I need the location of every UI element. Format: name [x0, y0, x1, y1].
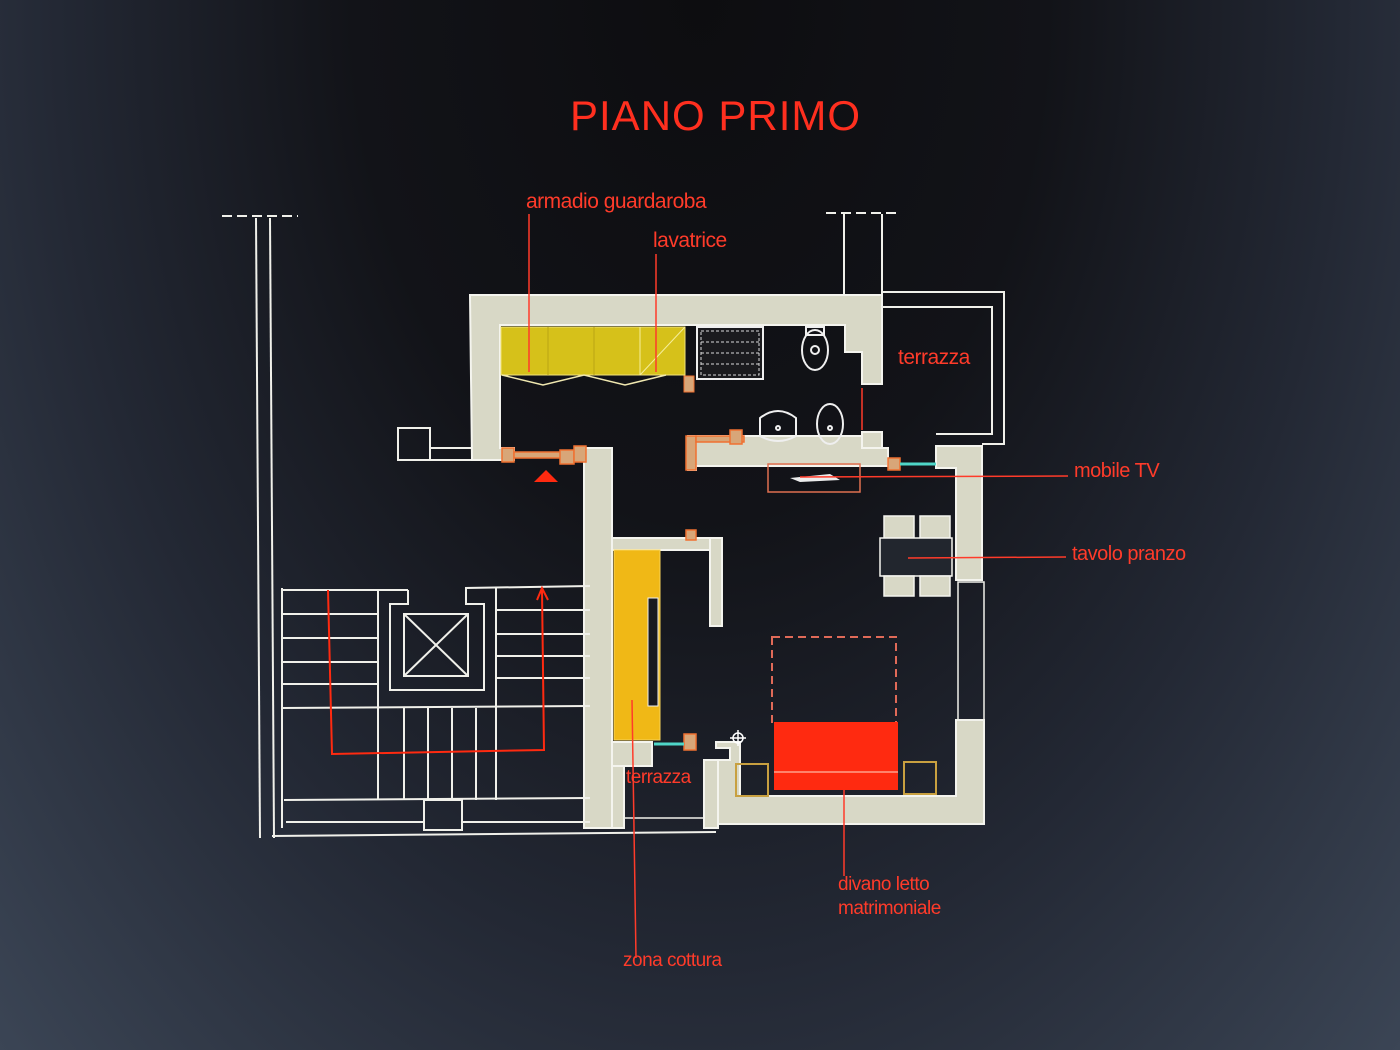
label-terrazza-top: terrazza — [898, 346, 970, 369]
doors — [501, 429, 901, 751]
stair-direction-line — [327, 589, 546, 756]
walls — [468, 294, 985, 829]
label-tavolo-pranzo: tavolo pranzo — [1072, 543, 1186, 565]
cad-cursor — [730, 730, 746, 746]
terrace-top-outline — [882, 291, 1005, 445]
label-mobile-tv: mobile TV — [1074, 460, 1160, 482]
plan-title: PIANO PRIMO — [570, 92, 862, 139]
label-armadio-guardaroba: armadio guardaroba — [526, 190, 707, 213]
windows — [654, 462, 936, 746]
kitchen-counter — [613, 549, 661, 741]
left-shaft-lines — [222, 212, 900, 839]
sofa-bed — [735, 636, 937, 797]
entry-arrow — [534, 470, 558, 482]
shower-tray — [696, 326, 764, 380]
dining-table — [879, 515, 953, 597]
label-divano-letto: divano letto — [838, 874, 930, 895]
staircase — [271, 585, 717, 837]
left-box — [397, 427, 474, 461]
right-window-frame — [957, 581, 985, 721]
wardrobe — [500, 326, 686, 386]
label-matrimoniale: matrimoniale — [838, 898, 941, 919]
label-zona-cottura: zona cottura — [623, 950, 722, 971]
leader-lines — [528, 214, 1069, 959]
bathroom-fixtures — [759, 326, 844, 445]
tv-cabinet — [767, 463, 861, 493]
label-lavatrice: lavatrice — [653, 229, 727, 252]
label-terrazza-bottom: terrazza — [626, 767, 691, 788]
